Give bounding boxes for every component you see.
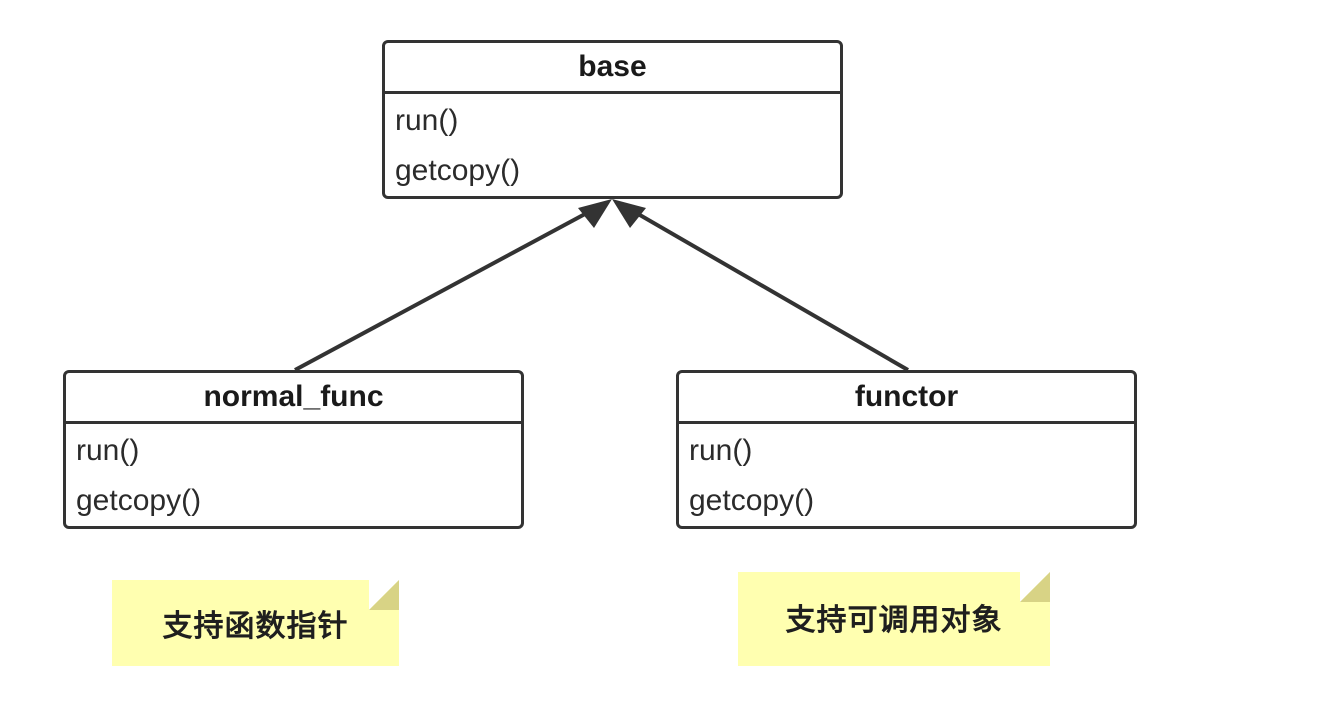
inheritance-line-functor-to-base <box>624 205 910 372</box>
inheritance-arrowhead-functor <box>612 199 646 228</box>
class-member: getcopy() <box>689 484 815 517</box>
class-box-normal-func[interactable]: normal_func run() getcopy() <box>63 370 524 529</box>
class-members-normal-func: run() getcopy() <box>66 424 521 526</box>
class-name-base: base <box>385 43 840 94</box>
class-member: getcopy() <box>395 154 521 187</box>
note-background <box>112 580 399 666</box>
note-fold-icon <box>369 580 399 610</box>
class-name-functor: functor <box>679 373 1134 424</box>
note-background <box>738 572 1050 666</box>
class-box-functor[interactable]: functor run() getcopy() <box>676 370 1137 529</box>
sticky-note-functor[interactable]: 支持可调用对象 <box>738 572 1050 666</box>
class-member: run() <box>76 434 140 467</box>
class-members-functor: run() getcopy() <box>679 424 1134 526</box>
inheritance-arrowhead-normal-func <box>578 199 612 228</box>
note-text: 支持函数指针 <box>162 610 349 643</box>
inheritance-line-normal-func-to-base <box>294 205 599 372</box>
class-name-normal-func: normal_func <box>66 373 521 424</box>
class-member: getcopy() <box>76 484 202 517</box>
note-fold-icon <box>1020 572 1050 602</box>
class-members-base: run() getcopy() <box>385 94 840 196</box>
class-member: run() <box>689 434 753 467</box>
note-text: 支持可调用对象 <box>785 604 1003 637</box>
sticky-note-normal-func[interactable]: 支持函数指针 <box>112 580 399 666</box>
class-box-base[interactable]: base run() getcopy() <box>382 40 843 199</box>
class-member: run() <box>395 104 459 137</box>
